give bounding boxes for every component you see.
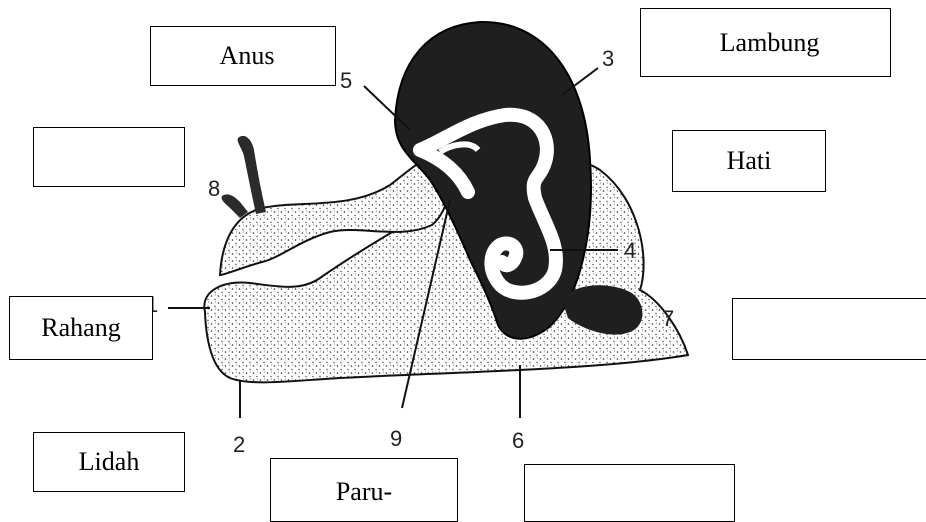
tentacle-short [222, 194, 248, 218]
label-anus: Anus [220, 41, 275, 71]
number-3: 3 [602, 46, 614, 71]
label-box-lambung: Lambung [640, 8, 891, 77]
number-2: 2 [233, 432, 245, 457]
label-hati: Hati [727, 146, 772, 176]
number-9: 9 [390, 426, 402, 451]
tentacle-long [238, 136, 266, 214]
label-box-rahang: Rahang [9, 296, 153, 360]
number-5: 5 [340, 68, 352, 93]
label-box-hati: Hati [672, 130, 826, 192]
number-6: 6 [512, 428, 524, 453]
empty-label-box-bottom [524, 464, 735, 522]
empty-label-box-right [732, 298, 926, 360]
label-rahang: Rahang [41, 313, 120, 343]
number-7: 7 [662, 306, 674, 331]
label-box-anus: Anus [150, 26, 336, 86]
label-box-lidah: Lidah [33, 432, 185, 492]
label-lambung: Lambung [720, 28, 820, 58]
label-lidah: Lidah [79, 447, 140, 477]
number-4: 4 [624, 238, 636, 263]
label-paru: Paru- [336, 477, 392, 507]
empty-label-box-left [33, 127, 185, 187]
number-8: 8 [208, 176, 220, 201]
label-box-paru: Paru- [270, 458, 458, 522]
